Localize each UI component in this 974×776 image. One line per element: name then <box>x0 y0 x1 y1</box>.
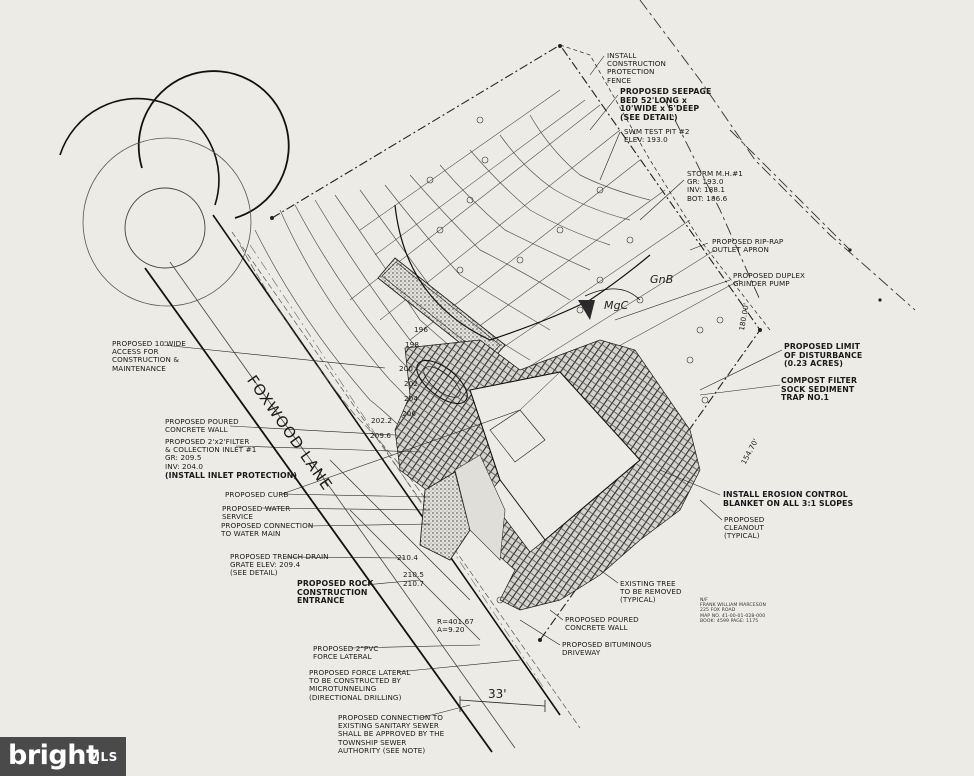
owner-info: N/F FRANK WILLIAM MARCESON 225 FOX ROAD … <box>700 598 766 624</box>
road-lines <box>144 214 581 753</box>
contour-198: 198 <box>405 340 420 349</box>
trench-drain-note: PROPOSED TRENCH DRAIN GRATE ELEV: 209.4 … <box>230 552 329 578</box>
erosion-blanket-note: INSTALL EROSION CONTROL BLANKET ON ALL 3… <box>723 490 854 508</box>
leader-lines <box>162 55 783 719</box>
boundary-markers <box>270 44 882 642</box>
dimension-line-33 <box>459 696 546 712</box>
concrete-wall-upper-note: PROPOSED POURED CONCRETE WALL <box>165 417 239 435</box>
elev-210-5: 210.5 <box>403 570 425 579</box>
elev-210-4: 210.4 <box>397 553 419 562</box>
rip-rap-apron <box>578 288 641 320</box>
cleanout-note: PROPOSED CLEANOUT (TYPICAL) <box>724 515 765 541</box>
construction-fence-note: INSTALL CONSTRUCTION PROTECTION FENCE <box>607 51 667 85</box>
access-10-note: PROPOSED 10'WIDE ACCESS FOR CONSTRUCTION… <box>112 339 186 373</box>
driveway <box>419 454 506 561</box>
stream-line <box>639 0 916 311</box>
contour-206: 206 <box>402 409 417 418</box>
rock-entrance-note: PROPOSED ROCK CONSTRUCTION ENTRANCE <box>297 579 374 606</box>
storm-manhole-note: STORM M.H.#1 GR: 193.0 INV: 188.1 BOT: 1… <box>687 169 743 203</box>
force-lateral-note: PROPOSED FORCE LATERAL TO BE CONSTRUCTED… <box>309 668 411 702</box>
seepage-bed <box>377 257 506 366</box>
filter-inlet-note: PROPOSED 2'x2'FILTER & COLLECTION INLET … <box>165 437 257 471</box>
elev-202-2: 202.2 <box>371 416 393 425</box>
existing-tree-note: EXISTING TREE TO BE REMOVED (TYPICAL) <box>620 579 682 605</box>
contour-202: 202 <box>404 379 419 388</box>
curb-note: PROPOSED CURB <box>225 490 289 499</box>
elev-209-6: 209.6 <box>370 431 392 440</box>
elev-210-7: 210.7 <box>403 579 425 588</box>
seepage-bed-note: PROPOSED SEEPAGE BED 52'LONG x 10'WIDE x… <box>620 87 712 122</box>
force-main-lines <box>329 459 481 641</box>
house-footprint <box>469 371 641 553</box>
rip-rap-note: PROPOSED RIP-RAP OUTLET APRON <box>712 237 784 255</box>
sewer-connection-note: PROPOSED CONNECTION TO EXISTING SANITARY… <box>338 713 445 755</box>
contour-196: 196 <box>414 325 429 334</box>
concrete-wall-lower-note: PROPOSED POURED CONCRETE WALL <box>565 615 639 633</box>
water-main-note: PROPOSED CONNECTION TO WATER MAIN <box>221 521 314 539</box>
grinder-pump-note: PROPOSED DUPLEX GRINDER PUMP <box>733 271 805 289</box>
bituminous-driveway-note: PROPOSED BITUMINOUS DRIVEWAY <box>562 640 652 658</box>
grading-curve <box>394 204 651 341</box>
logo-suffix: MLS <box>88 750 118 764</box>
detention-oval <box>416 359 468 405</box>
cul-de-sac <box>59 70 290 307</box>
limit-of-disturbance-note: PROPOSED LIMIT OF DISTURBANCE (0.23 ACRE… <box>784 342 863 369</box>
compost-filter-note: COMPOST FILTER SOCK SEDIMENT TRAP NO.1 <box>781 376 858 403</box>
swm-test-pit-note: SWM TEST PIT #2 ELEV: 193.0 <box>624 127 690 145</box>
soil-label-mgc: MgC <box>604 299 629 312</box>
pvc-force-note: PROPOSED 2"PVC FORCE LATERAL <box>313 644 379 662</box>
water-service-note: PROPOSED WATER SERVICE <box>222 504 291 522</box>
arc-data-label: R=401.67 A=9.20 <box>437 617 474 635</box>
bright-mls-logo: bright MLS <box>0 737 126 776</box>
soil-label-gnb: GnB <box>650 273 674 286</box>
contour-204: 204 <box>404 394 419 403</box>
contour-200: 200 <box>399 364 414 373</box>
dimension-33-label: 33' <box>488 687 507 701</box>
logo-word: bright <box>8 740 99 771</box>
inlet-protection-note: (INSTALL INLET PROTECTION) <box>165 471 298 480</box>
